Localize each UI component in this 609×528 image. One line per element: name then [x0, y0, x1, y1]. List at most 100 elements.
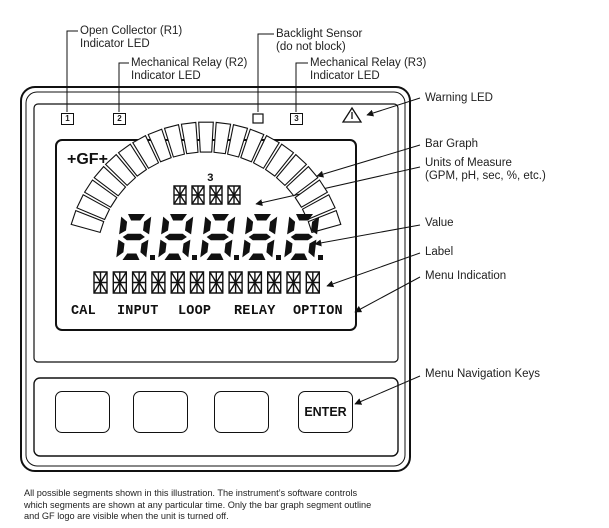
alpha-segment-char [191, 185, 205, 205]
menu-relay: RELAY [234, 304, 276, 319]
value-segment [242, 239, 251, 258]
led-r3-indicator: 3 [290, 113, 303, 125]
alpha-segment-char [286, 271, 301, 294]
label-display [93, 271, 320, 294]
bar-graph-segment [240, 128, 265, 163]
decimal-point [150, 255, 155, 260]
menu-nav-keys-label: Menu Navigation Keys [425, 368, 541, 380]
value-segment [143, 216, 152, 235]
units-label: Units of Measure(GPM, pH, sec, %, etc.) [425, 157, 546, 182]
alpha-segment-char [227, 185, 241, 205]
label-label: Label [425, 246, 454, 258]
value-segment [290, 233, 313, 241]
relay-r3-label: Mechanical Relay (R3)Indicator LED [310, 57, 427, 82]
alpha-segment-char [305, 271, 320, 294]
value-segment [122, 253, 140, 260]
menu-loop: LOOP [178, 304, 212, 319]
value-segment [224, 239, 233, 258]
led-r1-indicator: 1 [61, 113, 74, 125]
bar-graph-segment [252, 134, 280, 170]
bar-graph-segment [226, 124, 249, 158]
bar-graph-label: Bar Graph [425, 138, 479, 150]
bar-graph-segment [198, 121, 214, 153]
bar-graph-segment [163, 124, 186, 158]
value-segment [254, 214, 271, 221]
decimal-point [234, 255, 239, 260]
value-segment [248, 233, 271, 241]
value-segment [227, 216, 236, 235]
led-r2-indicator: 2 [113, 113, 126, 125]
value-segment [161, 216, 170, 235]
alpha-segment-char [170, 271, 185, 294]
footnote: All possible segments shown in this illu… [24, 488, 372, 521]
value-segment [248, 253, 266, 260]
alpha-segment-char [173, 185, 187, 205]
alpha-segment-char [112, 271, 127, 294]
value-segment [200, 239, 209, 258]
value-segment [119, 216, 128, 235]
leader-relay-r2 [118, 62, 129, 112]
bar-graph-segment [213, 121, 232, 155]
decimal-point [318, 255, 323, 260]
value-segment [203, 216, 212, 235]
decimal-point [192, 255, 197, 260]
value-segment [140, 239, 149, 258]
arrow-value [314, 224, 421, 247]
down-key[interactable] [133, 391, 188, 433]
bar-graph-segment [117, 143, 148, 177]
arrow-label [326, 252, 421, 288]
value-segment [308, 239, 317, 258]
value-display [116, 214, 323, 260]
bar-graph-segment [83, 179, 118, 208]
value-segment [266, 239, 275, 258]
menu-cal: CAL [71, 304, 96, 319]
menu-input: INPUT [117, 304, 159, 319]
bar-graph-segment [294, 179, 329, 208]
right-key[interactable] [214, 391, 269, 433]
value-segment [284, 239, 293, 258]
value-segment [128, 214, 145, 221]
bar-graph-segment [70, 209, 105, 234]
alpha-segment-char [209, 185, 223, 205]
alpha-segment-char [93, 271, 108, 294]
value-segment [287, 216, 296, 235]
leader-backlight [257, 33, 274, 112]
value-segment [206, 233, 229, 241]
relay-r2-label: Mechanical Relay (R2)Indicator LED [131, 57, 248, 82]
exponent-digit: 3 [207, 173, 214, 185]
value-segment [164, 253, 182, 260]
value-segment [245, 216, 254, 235]
alpha-segment-char [267, 271, 282, 294]
bar-graph-segment [264, 143, 295, 177]
value-segment [182, 239, 191, 258]
value-segment [122, 233, 145, 241]
value-segment [212, 214, 229, 221]
bar-graph-segment [132, 134, 160, 170]
bar-graph-segment [104, 153, 137, 187]
value-segment [206, 253, 224, 260]
instrument-inner-bezel [25, 91, 406, 467]
value-segment [269, 216, 278, 235]
bar-graph-segment [147, 128, 172, 163]
bar-graph-segment [285, 165, 319, 197]
value-segment [311, 216, 320, 235]
open-collector-label: Open Collector (R1)Indicator LED [80, 25, 183, 50]
value-segment [164, 233, 187, 241]
alpha-segment-char [209, 271, 224, 294]
units-of-measure-display [173, 185, 241, 205]
value-segment [185, 216, 194, 235]
warning-led-label: Warning LED [425, 92, 493, 104]
value-segment [290, 253, 308, 260]
enter-key[interactable]: ENTER [298, 391, 353, 433]
value-segment [170, 214, 187, 221]
arrow-units [255, 166, 421, 207]
up-key[interactable] [55, 391, 110, 433]
arrow-menu-indication [354, 276, 421, 313]
decimal-point [276, 255, 281, 260]
value-segment [116, 239, 125, 258]
bar-graph [70, 121, 342, 234]
enter-label: ENTER [304, 405, 347, 419]
value-segment [158, 239, 167, 258]
arrow-menu-keys [354, 375, 421, 405]
